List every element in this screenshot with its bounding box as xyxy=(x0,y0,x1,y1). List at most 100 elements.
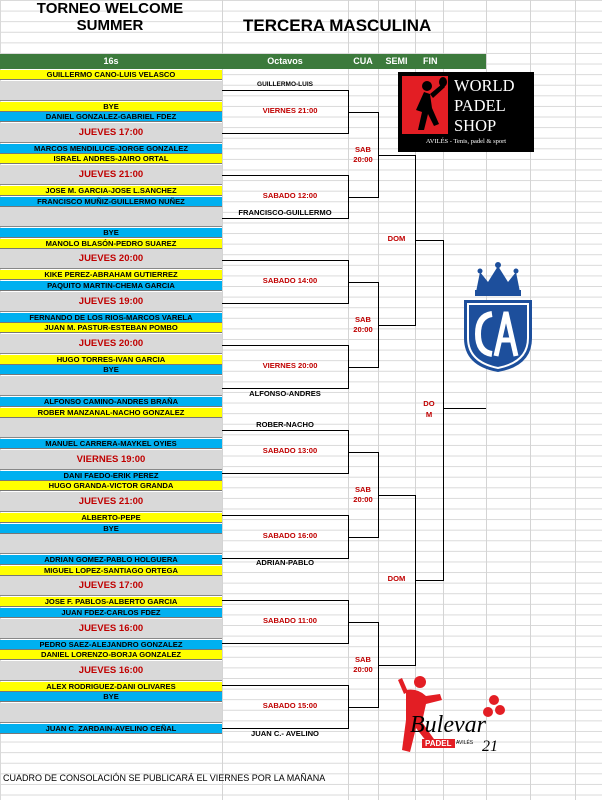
match-time-row: JUEVES 16:00 xyxy=(0,618,222,639)
team-row: HUGO TORRES-IVAN GARCIA xyxy=(0,354,222,365)
bracket-line xyxy=(415,240,443,241)
bracket-line xyxy=(378,325,415,326)
match-time-row xyxy=(0,80,222,101)
wps-wordmark: WORLD PADEL SHOP xyxy=(454,76,532,136)
team-row: BYE xyxy=(0,101,222,112)
match-time-row xyxy=(0,534,222,555)
cuartos-hour: 20:00 xyxy=(353,495,373,504)
header-16s: 16s xyxy=(0,54,222,69)
team-row: MIGUEL LOPEZ-SANTIAGO ORTEGA xyxy=(0,565,222,576)
bracket-line xyxy=(222,558,348,559)
bracket-line xyxy=(348,112,378,113)
team-row: JUAN C. ZARDAIN-AVELINO CEÑAL xyxy=(0,724,222,734)
team-row: FERNANDO DE LOS RIOS-MARCOS VARELA xyxy=(0,312,222,323)
team-row: KIKE PEREZ-ABRAHAM GUTIERREZ xyxy=(0,270,222,281)
grid-col xyxy=(415,0,416,800)
match-time-row xyxy=(0,207,222,228)
team-row: ALEX RODRIGUEZ-DANI OLIVARES xyxy=(0,681,222,692)
bracket-line xyxy=(222,473,348,474)
team-row: PAQUITO MARTIN-CHEMA GARCIA xyxy=(0,281,222,291)
team-row: DANI FAEDO-ERIK PEREZ xyxy=(0,470,222,481)
club-crest-icon xyxy=(458,258,538,374)
match-time-row: JUEVES 20:00 xyxy=(0,333,222,354)
cuartos-day: SAB xyxy=(354,315,372,324)
final-day: DO xyxy=(423,399,435,408)
match-time-row: JUEVES 19:00 xyxy=(0,291,222,312)
bracket-line xyxy=(348,282,378,283)
match-time-row xyxy=(0,418,222,439)
octavos-time: SABADO 15:00 xyxy=(262,701,318,710)
octavos-winner: FRANCISCO-GUILLERMO xyxy=(238,208,332,217)
match-time-row: VIERNES 19:00 xyxy=(0,449,222,470)
final-day-cont: M xyxy=(425,410,433,419)
team-row: JUAN FDEZ-CARLOS FDEZ xyxy=(0,608,222,618)
team-row: FRANCISCO MUÑIZ-GUILLERMO NUÑEZ xyxy=(0,196,222,207)
cuartos-day: SAB xyxy=(354,655,372,664)
bracket-line xyxy=(222,175,348,176)
bracket-line xyxy=(222,685,348,686)
match-time-row: JUEVES 16:00 xyxy=(0,660,222,681)
world-padel-shop-logo: WORLD PADEL SHOP AVILÉS - Tenis, padel &… xyxy=(398,72,534,152)
semi-time: DOM xyxy=(387,234,406,243)
header-cuartos: CUA xyxy=(348,54,378,69)
padel-player-icon xyxy=(402,76,448,134)
bracket-line xyxy=(348,622,378,623)
header-octavos: Octavos xyxy=(222,54,348,69)
cuartos-day: SAB xyxy=(354,485,372,494)
bracket-line xyxy=(222,345,348,346)
team-row: MANUEL CARRERA-MAYKEL OYIES xyxy=(0,439,222,450)
team-row: BYE xyxy=(0,365,222,376)
semi-time: DOM xyxy=(387,574,406,583)
team-row: HUGO GRANDA-VICTOR GRANDA xyxy=(0,481,222,492)
bracket-line xyxy=(222,218,348,219)
team-row: MANOLO BLASÓN-PEDRO SUAREZ xyxy=(0,238,222,249)
team-row: GUILLERMO CANO-LUIS VELASCO xyxy=(0,70,222,80)
octavos-time: SABADO 16:00 xyxy=(262,531,318,540)
match-time-row xyxy=(0,376,222,396)
octavos-time: VIERNES 20:00 xyxy=(262,361,318,370)
consolation-note: CUADRO DE CONSOLACIÓN SE PUBLICARÁ EL VI… xyxy=(3,773,326,783)
match-time-row: JUEVES 21:00 xyxy=(0,492,222,512)
bracket-line xyxy=(222,133,348,134)
octavos-time: SABADO 12:00 xyxy=(262,191,318,200)
category-title: TERCERA MASCULINA xyxy=(243,16,432,35)
bracket-line xyxy=(415,580,443,581)
team-row: ISRAEL ANDRES-JAIRO ORTAL xyxy=(0,154,222,165)
team-row: MARCOS MENDILUCE-JORGE GONZALEZ xyxy=(0,143,222,154)
bracket-line xyxy=(348,452,378,453)
team-row: JUAN M. PASTUR-ESTEBAN POMBO xyxy=(0,323,222,334)
octavos-winner: GUILLERMO-LUIS xyxy=(257,81,313,88)
octavos-time: SABADO 11:00 xyxy=(262,616,318,625)
bracket-line xyxy=(348,197,378,198)
bracket-line xyxy=(222,600,348,601)
bracket-line xyxy=(348,367,378,368)
grid-col xyxy=(378,0,379,800)
bracket-line xyxy=(443,408,486,409)
octavos-winner: ALFONSO-ANDRES xyxy=(249,389,321,398)
wps-line1: WORLD xyxy=(454,76,515,95)
bulevar-player-icon xyxy=(398,676,505,752)
header-final: FIN xyxy=(415,54,486,69)
bulevar-wordmark: Bulevar xyxy=(410,712,486,738)
team-row: ADRIAN GOMEZ-PABLO HOLGUERA xyxy=(0,555,222,566)
bracket-line xyxy=(222,90,348,91)
bracket-line xyxy=(222,515,348,516)
grid-col xyxy=(575,0,576,800)
match-time-row: JUEVES 17:00 xyxy=(0,576,222,597)
match-time-row: JUEVES 21:00 xyxy=(0,165,222,185)
cuartos-hour: 20:00 xyxy=(353,155,373,164)
bulevar-padel: PADEL xyxy=(422,739,455,748)
cuartos-day: SAB xyxy=(354,145,372,154)
grid-col xyxy=(486,0,487,800)
grid-col xyxy=(222,0,223,800)
octavos-time: SABADO 14:00 xyxy=(262,276,318,285)
team-row: BYE xyxy=(0,228,222,239)
cuartos-hour: 20:00 xyxy=(353,325,373,334)
grid-col xyxy=(348,0,349,800)
team-row: ALFONSO CAMINO-ANDRES BRAÑA xyxy=(0,397,222,407)
octavos-time: VIERNES 21:00 xyxy=(262,106,318,115)
